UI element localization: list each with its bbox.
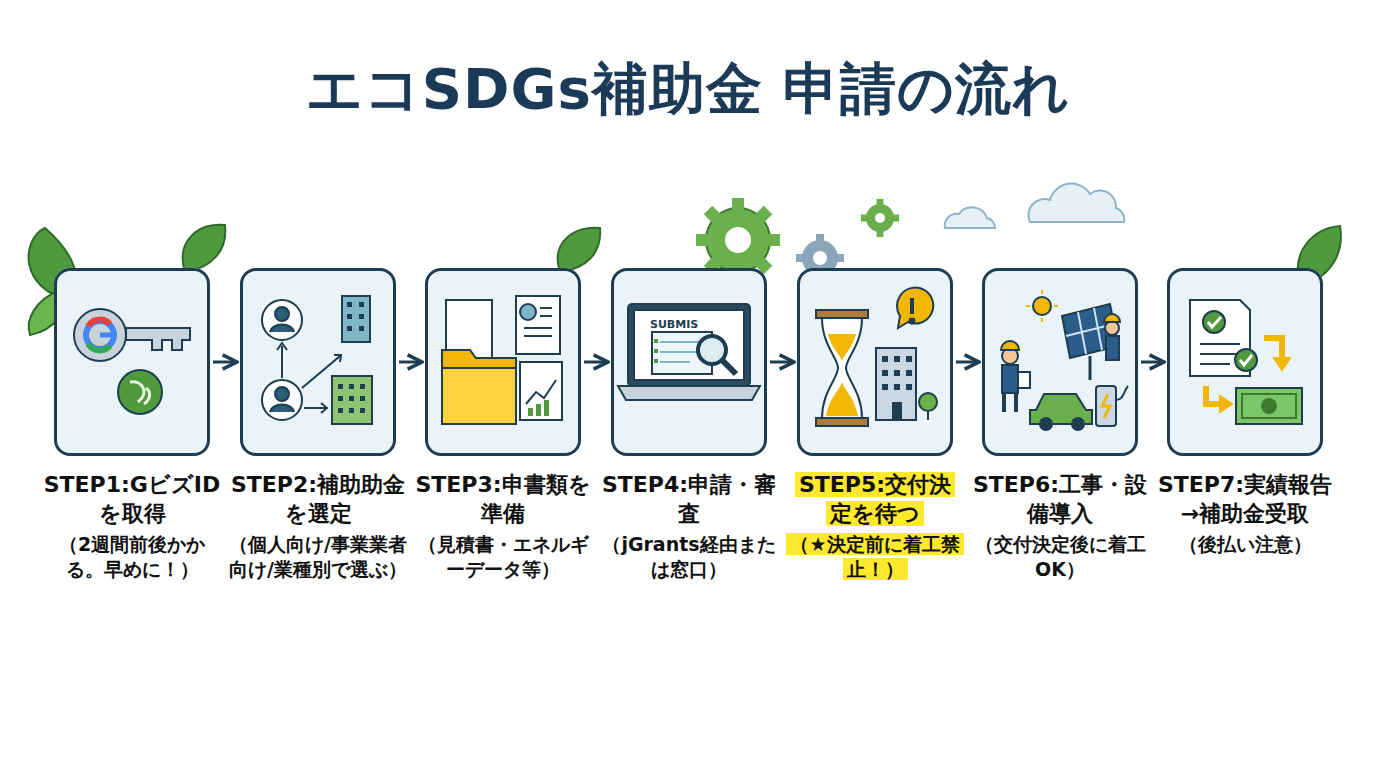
step-note: （交付決定後に着工OK） <box>971 532 1149 581</box>
step-box: STEP7:実績報告→補助金受取（後払い注意） <box>1167 268 1323 456</box>
step-note-text: （★決定前に着工禁止！） <box>786 533 963 580</box>
step-box: STEP6:工事・設備導入（交付決定後に着工OK） <box>982 268 1138 456</box>
selection-icon <box>262 296 372 424</box>
step-heading-text: STEP4:申請・審査 <box>602 472 776 526</box>
step-note: （★決定前に着工禁止！） <box>786 532 964 581</box>
step-note: （個人向け/事業業者向け/業種別で選ぶ） <box>229 532 407 581</box>
step-note: （2週間前後かかる。早めに！） <box>43 532 221 581</box>
step-note: （jGrants経由または窓口） <box>600 532 778 581</box>
step-note-text: （後払い注意） <box>1179 533 1312 555</box>
diagram-title: エコSDGs補助金 申請の流れ <box>0 52 1376 128</box>
documents-icon <box>442 296 562 424</box>
step-note-text: （jGrants経由または窓口） <box>602 533 775 580</box>
step-caption: STEP6:工事・設備導入 （交付決定後に着工OK） <box>971 471 1149 582</box>
step-heading: STEP3:申書類を準備 <box>414 471 592 528</box>
step-heading-text: STEP1:GビズIDを取得 <box>44 472 221 526</box>
step-box: STEP4:申請・審査（jGrants経由または窓口） <box>611 268 767 456</box>
flow-arrow <box>584 361 608 364</box>
step-heading-text: STEP3:申書類を準備 <box>415 472 590 526</box>
step-caption: STEP5:交付決定を待つ （★決定前に着工禁止！） <box>786 471 964 582</box>
step-heading: STEP5:交付決定を待つ <box>786 471 964 528</box>
key-icon <box>74 309 190 414</box>
flow-arrow <box>770 361 794 364</box>
step-heading: STEP2:補助助金を選定 <box>229 471 407 528</box>
step-heading: STEP1:GビズIDを取得 <box>43 471 221 528</box>
flow-arrow <box>399 361 422 364</box>
step-box: STEP1:GビズIDを取得（2週間前後かかる。早めに！） <box>54 268 210 456</box>
step-note-text: （2週間前後かかる。早めに！） <box>59 533 205 580</box>
step-heading: STEP4:申請・審査 <box>600 471 778 528</box>
laptop-icon <box>618 304 760 400</box>
step-note-text: （交付決定後に着工OK） <box>975 533 1146 580</box>
screen-label: SUBMIS <box>650 318 698 331</box>
step-caption: STEP7:実績報告→補助金受取 （後払い注意） <box>1156 471 1334 557</box>
step-heading-text: STEP6:工事・設備導入 <box>973 472 1147 526</box>
step-note-text: （見積書・エネルギーデータ等） <box>418 533 589 580</box>
step-note: （後払い注意） <box>1156 532 1334 557</box>
payment-icon <box>1190 300 1302 424</box>
step-caption: STEP4:申請・審査 （jGrants経由または窓口） <box>600 471 778 582</box>
step-heading-text: STEP5:交付決定を待つ <box>795 472 955 526</box>
flow-arrow <box>1141 361 1164 364</box>
step-caption: STEP3:申書類を準備 （見積書・エネルギーデータ等） <box>414 471 592 582</box>
step-box: STEP2:補助助金を選定（個人向け/事業業者向け/業種別で選ぶ） <box>240 268 396 456</box>
installation-icon <box>1001 290 1128 430</box>
step-heading-text: STEP2:補助助金を選定 <box>231 472 405 526</box>
flow-arrow <box>213 361 237 364</box>
flow-arrow <box>956 361 979 364</box>
step-note-text: （個人向け/事業業者向け/業種別で選ぶ） <box>229 533 407 580</box>
cloud-decoration <box>945 184 1124 228</box>
hourglass-icon <box>816 288 937 426</box>
step-caption: STEP1:GビズIDを取得 （2週間前後かかる。早めに！） <box>43 471 221 582</box>
step-box: STEP3:申書類を準備（見積書・エネルギーデータ等） <box>425 268 581 456</box>
step-heading: STEP6:工事・設備導入 <box>971 471 1149 528</box>
step-heading: STEP7:実績報告→補助金受取 <box>1156 471 1334 528</box>
step-heading-text: STEP7:実績報告→補助金受取 <box>1158 472 1332 526</box>
step-note: （見積書・エネルギーデータ等） <box>414 532 592 581</box>
step-box: STEP5:交付決定を待つ（★決定前に着工禁止！） <box>797 268 953 456</box>
box-fill <box>54 268 1323 456</box>
step-caption: STEP2:補助助金を選定 （個人向け/事業業者向け/業種別で選ぶ） <box>229 471 407 582</box>
